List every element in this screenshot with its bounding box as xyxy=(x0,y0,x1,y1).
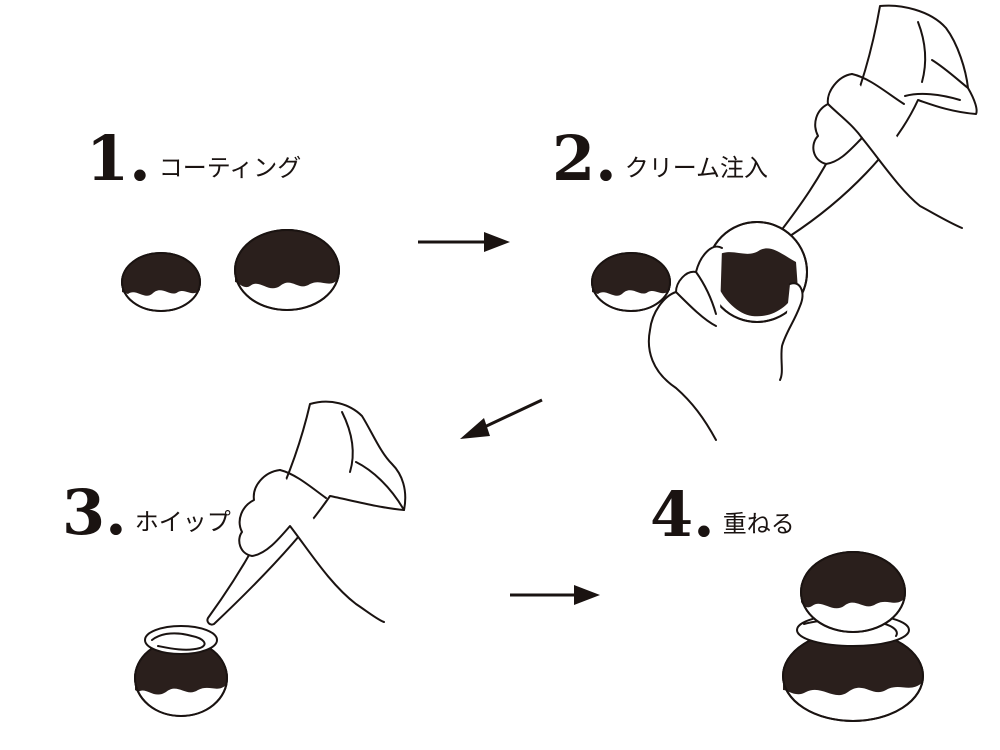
cream-puff-icon xyxy=(782,551,924,722)
hand-icon xyxy=(647,245,804,441)
step-1-label: 1. コーティング xyxy=(86,128,301,190)
step-4-label: 4. 重ねる xyxy=(650,484,795,546)
arrow-right-icon xyxy=(418,232,510,252)
step-number: 3. xyxy=(62,476,127,549)
coated-puff-small xyxy=(121,252,201,312)
step-title: クリーム注入 xyxy=(624,154,769,182)
arrow-right-icon xyxy=(510,585,600,605)
step-title: コーティング xyxy=(158,154,302,182)
step-3-label: 3. ホイップ xyxy=(62,482,231,544)
cream-puff-icon xyxy=(706,221,808,323)
step-title: ホイップ xyxy=(134,508,231,536)
step-number: 1. xyxy=(86,122,151,195)
step-2-label: 2. クリーム注入 xyxy=(552,128,768,190)
coated-puff-large xyxy=(234,229,340,311)
arrow-down-left-icon xyxy=(460,398,543,439)
hand-icon xyxy=(238,469,385,623)
cream-puff-icon xyxy=(134,625,228,717)
step-number: 4. xyxy=(650,478,715,551)
coated-puff-small-2 xyxy=(591,252,671,312)
step-title: 重ねる xyxy=(722,510,795,538)
hand-icon xyxy=(812,73,963,229)
step-number: 2. xyxy=(552,122,617,195)
